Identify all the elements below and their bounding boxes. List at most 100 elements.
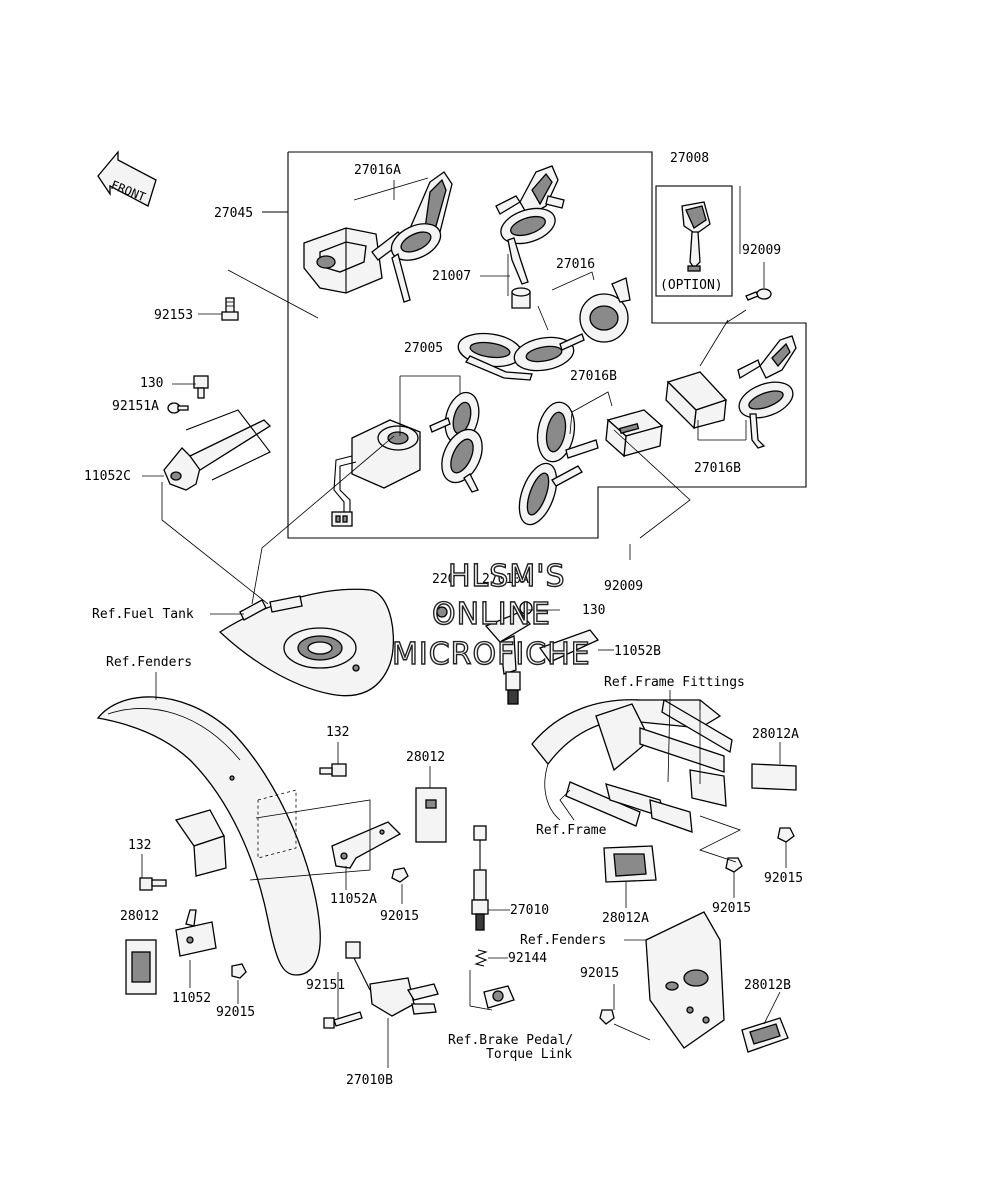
watermark: HLSM'S ONLINE MICROFICHE bbox=[391, 558, 591, 672]
label-92151: 92151 bbox=[306, 978, 345, 993]
label-132-left: 132 bbox=[128, 838, 151, 853]
label-28012A-right: 28012A bbox=[752, 727, 799, 742]
label-28012B: 28012B bbox=[744, 978, 791, 993]
label-92153: 92153 bbox=[154, 308, 193, 323]
key-cylinder-21007 bbox=[511, 287, 531, 309]
rear-fender-plate bbox=[645, 911, 725, 1049]
front-fender bbox=[96, 696, 321, 976]
bolt-92151 bbox=[323, 1011, 363, 1029]
label-option: (OPTION) bbox=[660, 278, 723, 293]
label-11052B: 11052B bbox=[614, 644, 661, 659]
bracket-11052C bbox=[163, 409, 272, 491]
reflector-28012A-low bbox=[603, 845, 657, 883]
cap-27016B-right bbox=[665, 371, 728, 430]
label-27016B-right: 27016B bbox=[694, 461, 741, 476]
frame-section bbox=[531, 698, 733, 827]
bolt-130-left bbox=[193, 375, 209, 399]
brake-pedal-link bbox=[469, 985, 515, 1011]
label-11052A: 11052A bbox=[330, 892, 377, 907]
label-27016A: 27016A bbox=[354, 163, 401, 178]
label-torque-link: Torque Link bbox=[486, 1047, 572, 1062]
reflector-28012-mid bbox=[415, 787, 447, 843]
label-11052: 11052 bbox=[172, 991, 211, 1006]
key-27016-a bbox=[457, 332, 533, 381]
leader-frame-right bbox=[698, 815, 742, 863]
label-92015-right: 92015 bbox=[764, 871, 803, 886]
reflector-28012-left bbox=[125, 939, 157, 995]
label-28012-mid: 28012 bbox=[406, 750, 445, 765]
label-ref-fuel-tank: Ref.Fuel Tank bbox=[92, 607, 194, 622]
label-92009-top: 92009 bbox=[742, 243, 781, 258]
bracket-11052B bbox=[538, 629, 600, 663]
label-130-right: 130 bbox=[582, 603, 605, 618]
label-27005: 27005 bbox=[404, 341, 443, 356]
label-27045: 27045 bbox=[214, 206, 253, 221]
key-27005-b bbox=[441, 428, 483, 493]
fender-bracket-top bbox=[174, 809, 227, 877]
reflector-28012B bbox=[741, 1017, 789, 1053]
ignition-cap-27016A bbox=[303, 227, 383, 294]
key-27016B-right-b bbox=[738, 381, 794, 449]
front-arrow-icon: FRONT bbox=[97, 150, 157, 207]
label-130-left: 130 bbox=[140, 376, 163, 391]
label-27010B: 27010B bbox=[346, 1073, 393, 1088]
bracket-11052A bbox=[331, 821, 402, 869]
bracket-right-a bbox=[649, 769, 727, 833]
switch-27010B bbox=[345, 941, 439, 1017]
label-ref-fenders-left: Ref.Fenders bbox=[106, 655, 192, 670]
label-ref-fenders-right: Ref.Fenders bbox=[520, 933, 606, 948]
label-92015-left: 92015 bbox=[216, 1005, 255, 1020]
option-key-box bbox=[655, 185, 733, 297]
label-ref-frame-fittings: Ref.Frame Fittings bbox=[604, 675, 745, 690]
label-92144: 92144 bbox=[508, 951, 547, 966]
bolt-132-left bbox=[139, 877, 167, 891]
key-27016B-right-a bbox=[737, 335, 797, 380]
spring-92144 bbox=[474, 949, 488, 967]
label-27016B-mid: 27016B bbox=[570, 369, 617, 384]
key-21007-b bbox=[500, 207, 556, 285]
ignition-switch-27005 bbox=[331, 419, 421, 527]
key-27016A-b bbox=[390, 223, 442, 303]
label-28012A-low: 28012A bbox=[602, 911, 649, 926]
switch-27010A bbox=[436, 601, 533, 705]
label-11052C: 11052C bbox=[84, 469, 131, 484]
label-92015-low: 92015 bbox=[712, 901, 751, 916]
kit-27045-outline bbox=[262, 151, 807, 539]
nut-92015-rear bbox=[599, 1009, 615, 1025]
label-ref-brake-pedal: Ref.Brake Pedal/ bbox=[448, 1033, 573, 1048]
label-ref-frame: Ref.Frame bbox=[536, 823, 607, 838]
label-28012-left: 28012 bbox=[120, 909, 159, 924]
fuel-tank bbox=[218, 588, 395, 697]
label-27010A: 27010A bbox=[482, 572, 529, 587]
watermark-line2: ONLINE bbox=[432, 597, 551, 632]
label-132-top: 132 bbox=[326, 725, 349, 740]
label-27010: 27010 bbox=[510, 903, 549, 918]
switch-27010 bbox=[471, 825, 489, 931]
lock-cylinder-27016 bbox=[579, 277, 631, 343]
screw-92009-top bbox=[745, 288, 772, 301]
nut-92015-left bbox=[231, 963, 247, 979]
watermark-line3: MICROFICHE bbox=[392, 637, 591, 672]
label-27016: 27016 bbox=[556, 257, 595, 272]
nut-92015-mid bbox=[391, 867, 409, 883]
label-92151A: 92151A bbox=[112, 399, 159, 414]
label-21007: 21007 bbox=[432, 269, 471, 284]
key-27016-b bbox=[513, 333, 585, 372]
bolt-92153 bbox=[221, 297, 239, 321]
screw-92151A bbox=[167, 402, 189, 414]
bracket-11052-left bbox=[175, 909, 217, 957]
cap-27016B-mid bbox=[605, 409, 664, 458]
watermark-line1: HLSM'S bbox=[448, 559, 566, 594]
reflector-28012A-right bbox=[751, 763, 797, 791]
label-92015-rear: 92015 bbox=[580, 966, 619, 981]
nut-92015-low bbox=[725, 857, 743, 873]
label-92015-mid: 92015 bbox=[380, 909, 419, 924]
key-27005-a bbox=[429, 391, 480, 445]
key-21007-a bbox=[495, 165, 565, 217]
label-92009-mid: 92009 bbox=[604, 579, 643, 594]
leader-lines bbox=[141, 177, 787, 1068]
nut-92015-right bbox=[777, 827, 795, 843]
label-220: 220 bbox=[432, 572, 455, 587]
